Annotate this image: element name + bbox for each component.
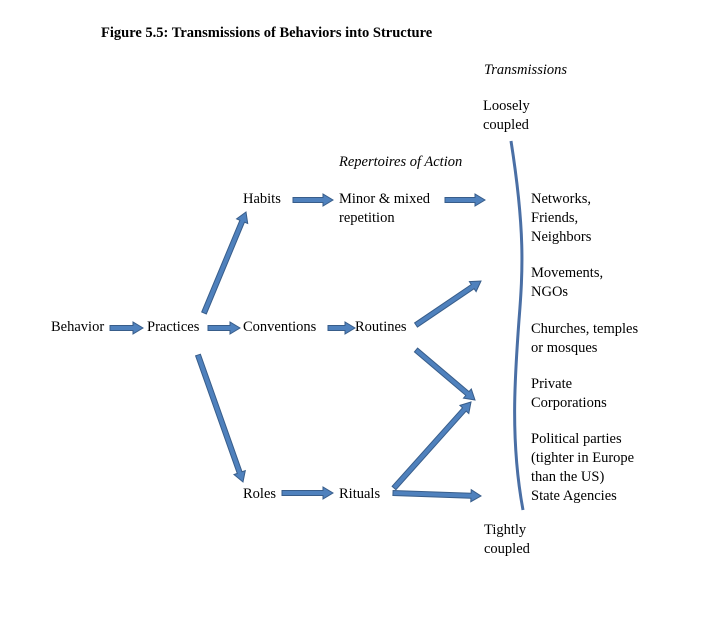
arrow-habits-minor [292,193,334,207]
arrow-behavior-practices [109,321,144,335]
arrow-practices-roles [194,353,246,483]
node-routines: Routines [355,319,407,335]
arrow-roles-rituals [281,486,334,500]
structure-movements: Movements,NGOs [531,265,604,300]
node-rituals: Rituals [339,486,381,502]
repertoires-header: Repertoires of Action [339,154,463,170]
arrow-minor-structures [444,193,486,207]
arrow-routines-corporations [413,347,476,401]
arrow-practices-habits [201,211,249,315]
arrow-rituals-tight [392,488,482,503]
node-habits: Habits [243,191,281,207]
arrow-conventions-routines [327,321,356,335]
node-roles: Roles [243,486,277,502]
transmissions-header: Transmissions [484,62,568,78]
node-behavior: Behavior [51,319,105,335]
arrow-practices-conventions [207,321,241,335]
structure-networks: Networks,Friends,Neighbors [531,191,592,245]
coupling-scale-curve [509,140,525,511]
arrow-routines-movements [413,280,482,328]
arrow-rituals-corporations [391,401,472,491]
node-practices: Practices [147,319,200,335]
figure-title: Figure 5.5: Transmissions of Behaviors i… [101,25,433,41]
node-conventions: Conventions [243,319,317,335]
